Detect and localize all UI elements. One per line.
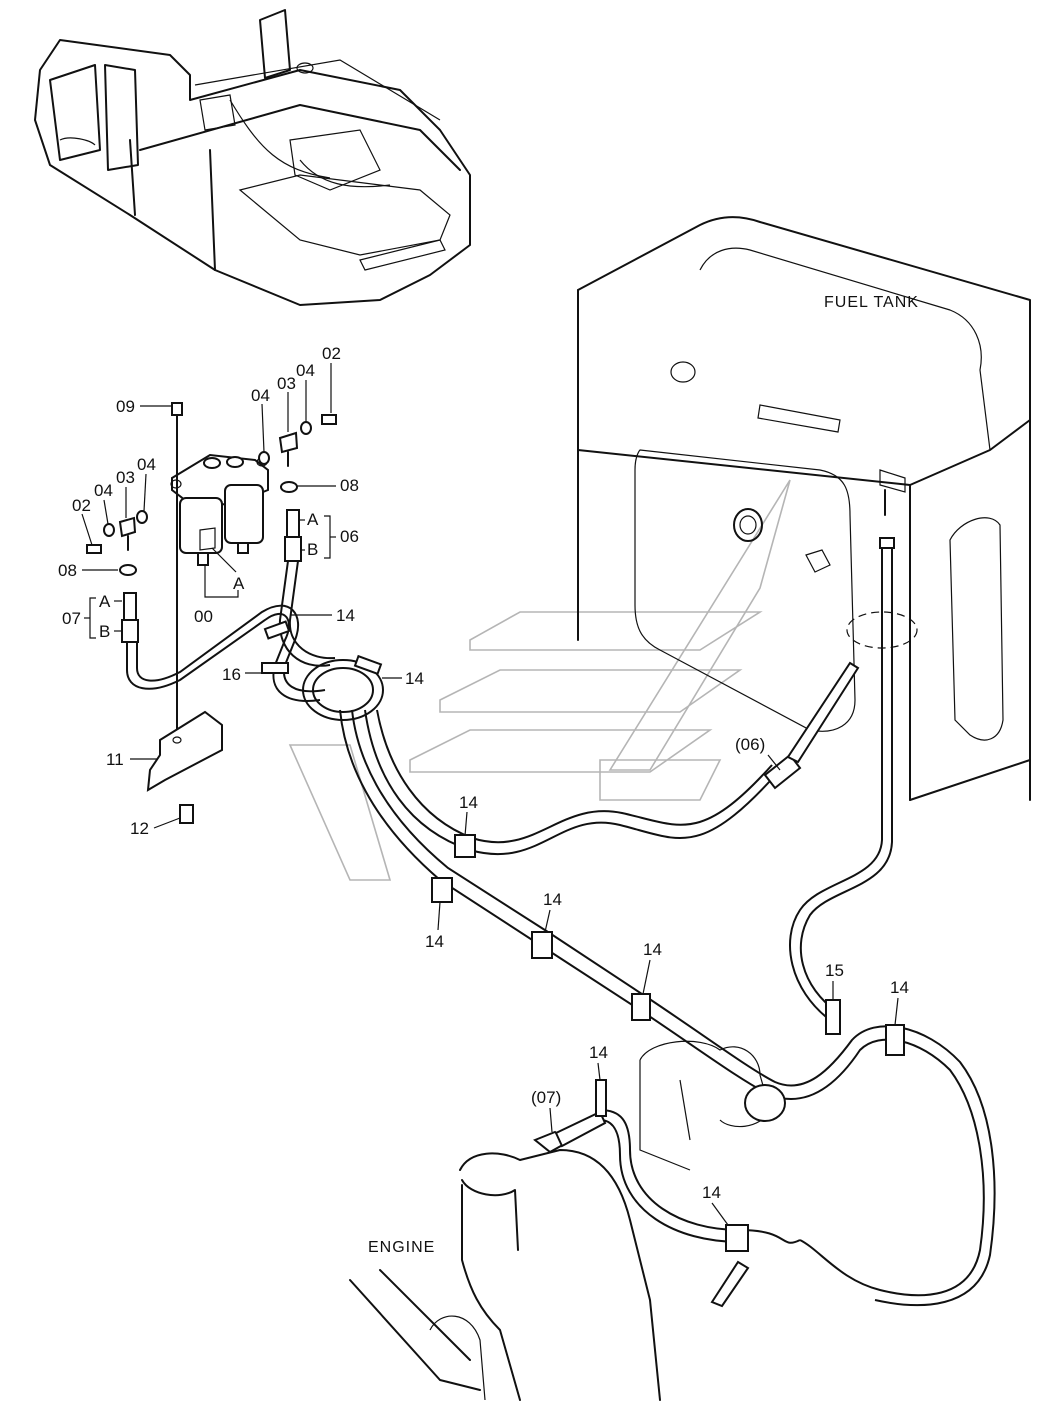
callout-02-left: 02 [72, 496, 91, 515]
callout-08-left: 08 [58, 561, 77, 580]
callout-04-right-b: 04 [296, 361, 315, 380]
callout-b-07: B [99, 622, 110, 641]
callout-02-right: 02 [322, 344, 341, 363]
watermark-logo [288, 479, 791, 881]
callout-14-h: 14 [589, 1043, 608, 1062]
excavator-overview [34, 9, 471, 306]
callout-14-a: 14 [336, 606, 355, 625]
callout-08-right: 08 [340, 476, 359, 495]
callout-16: 16 [222, 665, 241, 684]
hose-clamps [261, 620, 905, 1252]
callout-04-left-a: 04 [94, 481, 113, 500]
fuel-tank-label: FUEL TANK [824, 294, 919, 311]
callout-06: 06 [340, 527, 359, 546]
fuel-filter-assembly [170, 453, 269, 566]
callout-15: 15 [825, 961, 844, 980]
text-labels: FUEL TANK ENGINE [368, 294, 919, 1256]
callout-14-b: 14 [405, 669, 424, 688]
bracket [146, 710, 223, 824]
callout-11: 11 [106, 750, 124, 769]
callout-14-i: 14 [702, 1183, 721, 1202]
callout-14-f: 14 [643, 940, 662, 959]
callout-a-06: A [307, 510, 319, 529]
callout-a-filter: A [233, 574, 245, 593]
callout-04-right-a: 04 [251, 386, 270, 405]
callout-00: 00 [194, 607, 213, 626]
callout-14-d: 14 [425, 932, 444, 951]
hoses [121, 509, 996, 1308]
callout-06-ref: (06) [735, 735, 765, 754]
callouts: 09 04 03 04 02 08 02 04 03 04 08 A 00 A … [58, 344, 909, 1226]
callout-03-left: 03 [116, 468, 135, 487]
callout-14-e: 14 [543, 890, 562, 909]
callout-04-left-b: 04 [137, 455, 156, 474]
engine [349, 1040, 786, 1401]
callout-14-g: 14 [890, 978, 909, 997]
callout-03-right: 03 [277, 374, 296, 393]
callout-09: 09 [116, 397, 135, 416]
fittings [86, 402, 337, 736]
callout-b-06: B [307, 540, 318, 559]
callout-12: 12 [130, 819, 149, 838]
callout-07-ref: (07) [531, 1088, 561, 1107]
callout-07: 07 [62, 609, 81, 628]
callout-14-c: 14 [459, 793, 478, 812]
engine-label: ENGINE [368, 1239, 435, 1256]
callout-a-07: A [99, 592, 111, 611]
